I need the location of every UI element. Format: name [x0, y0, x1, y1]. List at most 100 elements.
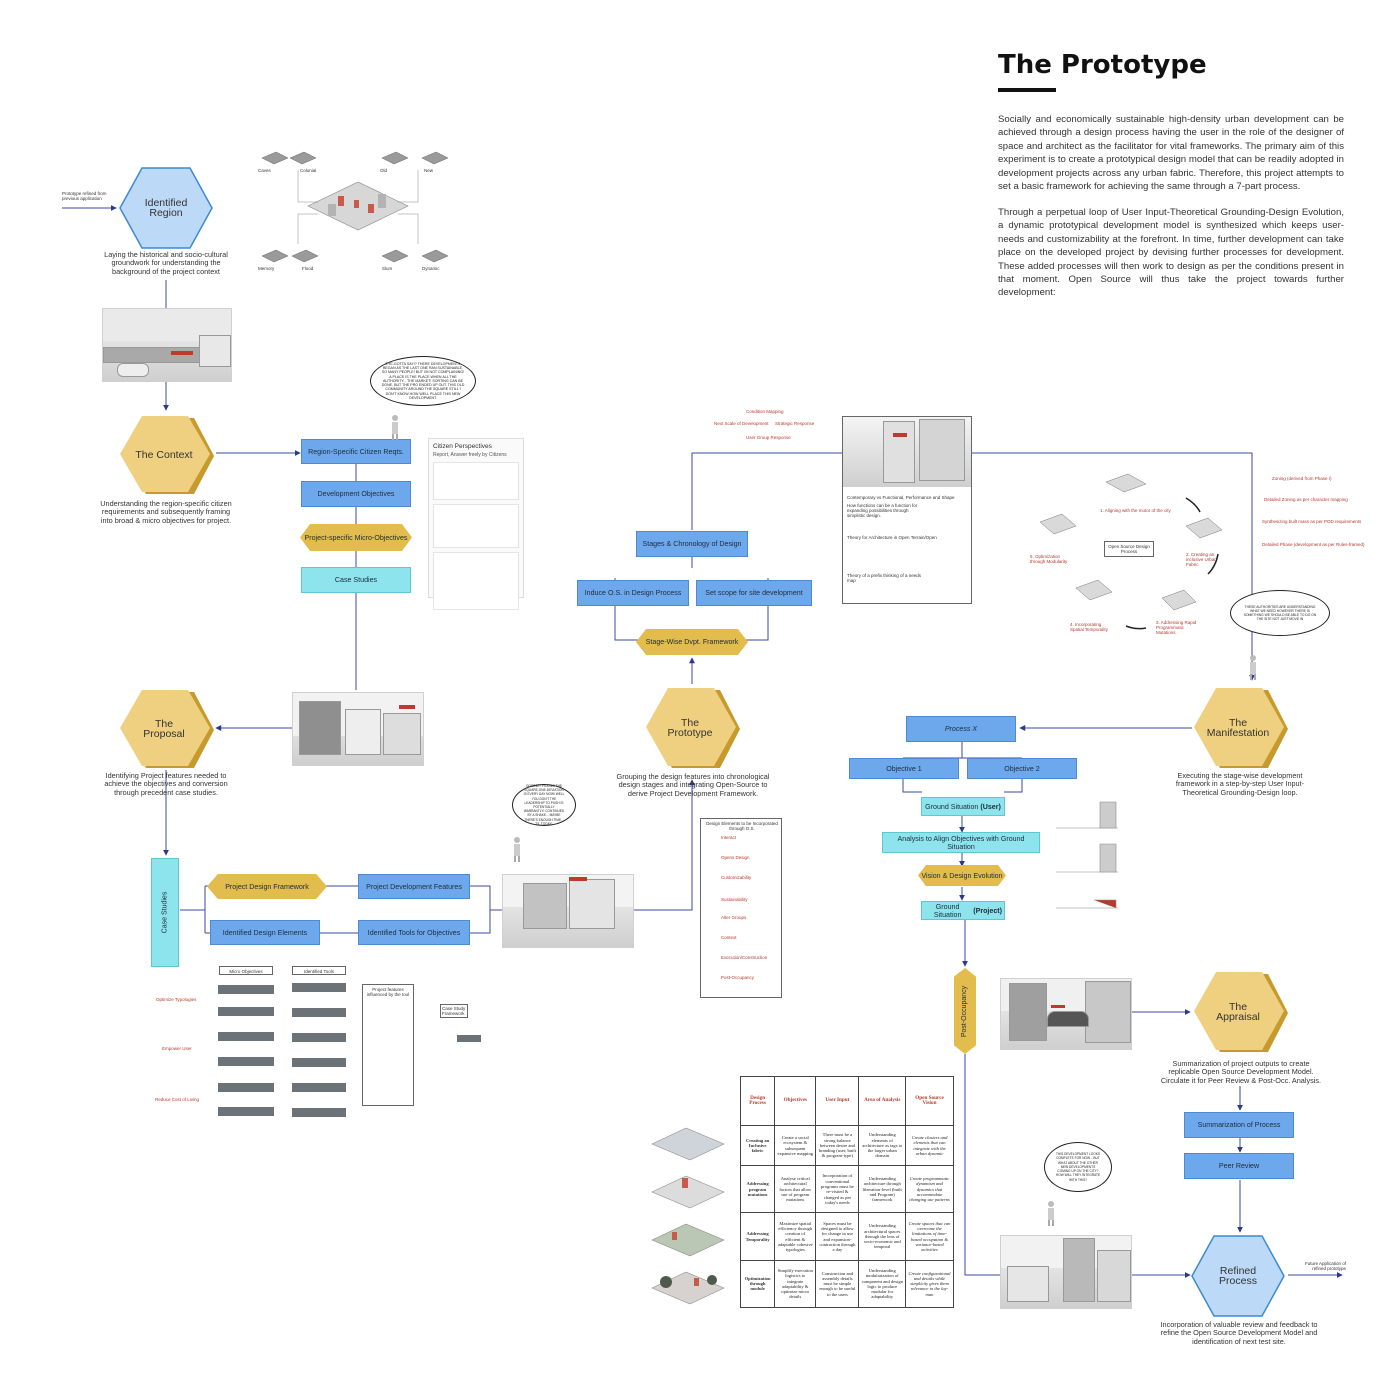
map-label-flood: Flood [302, 266, 314, 271]
legend-item: Detailed Zoning as per character mapping [1264, 497, 1348, 502]
map-label-new: New [424, 168, 434, 173]
theory-render [843, 417, 971, 487]
matrix-cell: Incorporation of conventional programs m… [815, 1165, 860, 1214]
matrix-cell: Create spaces that can overcome the limi… [905, 1212, 954, 1261]
proposal-render [292, 692, 424, 766]
process-x-box: Process X [906, 716, 1016, 742]
post-occupancy-label: Post-Occupancy [961, 985, 969, 1037]
development-objectives-box: Development Objectives [301, 481, 411, 507]
matrix-cell: There must be a strong balance between d… [815, 1124, 860, 1167]
matrix-cell: Construction and assembly details must b… [815, 1259, 860, 1309]
project-features-header: Project features influenced by the tool [366, 987, 410, 998]
matrix-cell: Create programmatic dynamism and dynamic… [905, 1165, 954, 1214]
form-subtitle: Report, Answer freely by Citizens [433, 452, 507, 458]
proposal-street-render [502, 874, 634, 948]
ground-situation-user-box: Ground Situation (User) [921, 797, 1005, 816]
citizen-requirements-box: Region-Specific Citizen Reqts. [301, 439, 411, 464]
hex-the-manifestation-label: The Manifestation [1206, 716, 1270, 739]
micro-objective-item [218, 1107, 274, 1116]
case-study-framework-box: Case Study Framework [440, 1004, 468, 1018]
identified-design-elements-box: Identified Design Elements [210, 920, 320, 945]
title-underline [998, 88, 1056, 92]
project-design-framework-box: Project Design Framework [207, 874, 327, 899]
micro-objective-item [218, 1057, 274, 1066]
matrix-cell: Understanding elements of architecture a… [858, 1124, 907, 1167]
proposal-caption: Identifying Project features needed to a… [104, 771, 228, 797]
matrix-cell: Create a social ecosystem & subsequent e… [774, 1124, 817, 1167]
design-element-item: Alter Groups [721, 915, 747, 920]
stages-chronology-box: Stages & Chronology of Design [636, 531, 748, 557]
intro-paragraph-1: Socially and economically sustainable hi… [998, 114, 1344, 193]
project-development-features-box: Project Development Features [358, 874, 470, 899]
ground-situation-project-box: Ground Situation (Project) [921, 901, 1005, 920]
hex-the-proposal: The Proposal [118, 688, 216, 770]
ground-situation-user-emphasis: (User) [980, 802, 1001, 811]
project-features-panel: Project features influenced by the tool [362, 984, 414, 1106]
appraisal-caption: Summarization of project outputs to crea… [1160, 1059, 1322, 1085]
cycle-label: User Group Response [746, 435, 791, 440]
region-caption: Laying the historical and socio-cultural… [104, 250, 228, 276]
matrix-row: Creating an Inclusive fabric Create a so… [739, 1124, 954, 1167]
prototype-caption: Grouping the design features into chrono… [616, 772, 770, 798]
tool-item [292, 1058, 346, 1067]
isometric-stack [651, 1127, 725, 1305]
form-card [433, 462, 519, 500]
micro-objective-item [218, 985, 274, 994]
matrix-cell: Creating an Inclusive fabric [739, 1124, 776, 1167]
future-application-note: Future Application of refined prototype [1304, 1261, 1346, 1272]
theory-item: How functions can be a function for expa… [847, 503, 918, 519]
matrix-header-cell: User Input [815, 1076, 860, 1126]
cycle-step: 2. Creating an inclusive Urban Fabric [1186, 552, 1217, 568]
hex-refined-process-label: Refined Process [1219, 1264, 1257, 1287]
speech-bubble-refined: THIS DEVELOPMENT LOOKS COMPLETE FOR NOW.… [1044, 1142, 1112, 1192]
group-reduce-cost: Reduce Cost of Living [155, 1097, 200, 1102]
post-occupancy-bar: Post-Occupancy [954, 968, 976, 1054]
matrix-cell: Understanding architecture through liber… [858, 1165, 907, 1214]
hex-the-appraisal: The Appraisal [1192, 970, 1290, 1054]
map-label-slum: Slum [382, 266, 393, 271]
refined-render [1000, 1235, 1132, 1309]
design-element-item: Interact [721, 835, 737, 840]
micro-objective-item [218, 1083, 274, 1092]
group-empower-user: Empower User [162, 1046, 192, 1051]
region-map-cluster: Caves Colonial Old New Memory Flood Slum… [258, 148, 458, 274]
matrix-cell: Spaces must be designed to allow for cha… [815, 1212, 860, 1261]
cycle-label: Strategic Response [775, 421, 815, 426]
matrix-header-row: Design Process Objectives User Input Are… [739, 1076, 954, 1126]
form-title: Citizen Perspectives [433, 443, 492, 450]
design-element-item: Opens Design [721, 855, 750, 860]
ground-situation-project-text: Ground Situation [933, 902, 962, 919]
framework-output-box [457, 1035, 481, 1042]
matrix-header-cell: Objectives [774, 1076, 817, 1126]
site-scope-box: Set scope for site development [696, 580, 812, 606]
micro-objective-item [218, 1007, 274, 1016]
refined-caption: Incorporation of valuable review and fee… [1160, 1320, 1318, 1346]
theory-item: Theory of a prefix thinking of a needs m… [847, 573, 922, 584]
matrix-cell: Understanding modularization of componen… [858, 1259, 907, 1309]
tool-item [292, 1108, 346, 1117]
hex-identified-region: Identified Region [118, 166, 214, 250]
cycle-center-box: Open Source Design Process [1104, 541, 1154, 557]
region-street-render [102, 308, 232, 382]
matrix-header-cell: Design Process [739, 1076, 776, 1126]
tool-item [292, 1033, 346, 1042]
stage-wise-framework-box: Stage-Wise Dvpt. Framework [636, 629, 748, 655]
map-label-memory: Memory [258, 266, 275, 271]
design-element-item: Sustainability [721, 897, 748, 902]
matrix-cell: Maximize spatial efficiency through crea… [774, 1212, 817, 1261]
form-card [433, 552, 519, 610]
tool-item [292, 1008, 346, 1017]
micro-objective-item [218, 1032, 274, 1041]
group-optimize-typologies: Optimize Typologies [156, 997, 197, 1002]
cycle-label: Next Scale of Development [714, 421, 769, 426]
appraisal-render [1000, 978, 1132, 1050]
hex-the-context: The Context [118, 414, 216, 496]
cycle-step: 5. Optimization through Modularity [1030, 554, 1068, 565]
theory-panel: Contemporary vs Functional, Performance … [842, 416, 972, 604]
vision-design-evolution-box: Vision & Design Evolution [918, 865, 1006, 886]
matrix-row: Optimization through module Simplify exe… [739, 1259, 954, 1309]
hex-refined-process: Refined Process [1190, 1234, 1286, 1318]
design-elements-title: Design Elements to be Incorporated throu… [706, 821, 778, 832]
matrix-cell: Simplify execution logistics to integrat… [774, 1259, 817, 1309]
